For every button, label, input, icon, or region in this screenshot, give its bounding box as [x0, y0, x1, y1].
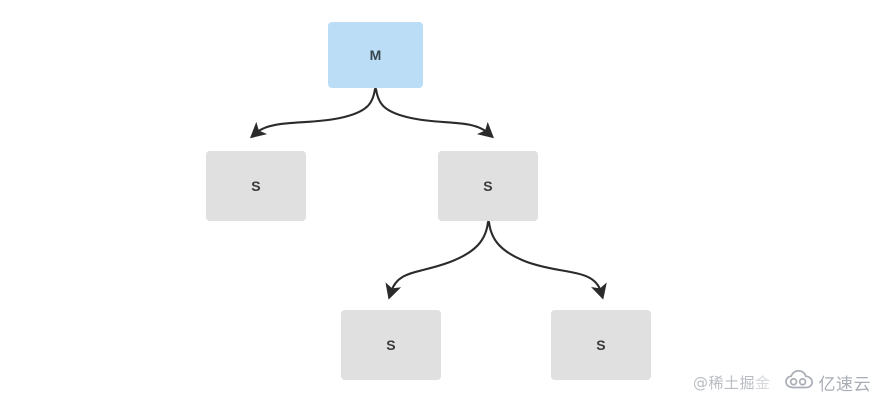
watermark-yisuyun: 亿速云 — [784, 369, 872, 395]
node-slave-4[interactable]: S — [551, 310, 651, 380]
edge-slave2-slave4 — [385, 220, 490, 300]
node-master-label: M — [369, 47, 382, 63]
node-slave-3[interactable]: S — [341, 310, 441, 380]
node-slave-2-label: S — [483, 178, 493, 194]
node-slave-2[interactable]: S — [438, 151, 538, 221]
node-slave-1[interactable]: S — [206, 151, 306, 221]
node-master[interactable]: M — [328, 22, 423, 88]
watermark-juejin: @稀土掘金 — [693, 372, 771, 393]
edge-master-slave1 — [249, 87, 377, 139]
edge-slave2-slave3 — [487, 220, 607, 300]
watermark-juejin-text: @稀土掘 — [692, 374, 755, 392]
watermark-juejin-faded-char: 金 — [754, 374, 771, 392]
edge-master-slave2 — [374, 87, 495, 139]
node-slave-4-label: S — [596, 337, 606, 353]
node-slave-3-label: S — [386, 337, 396, 353]
cloud-icon — [784, 369, 815, 395]
watermark-yisuyun-text: 亿速云 — [818, 375, 871, 395]
node-slave-1-label: S — [251, 178, 261, 194]
watermark-group: @稀土掘金 亿速云 — [693, 369, 872, 395]
